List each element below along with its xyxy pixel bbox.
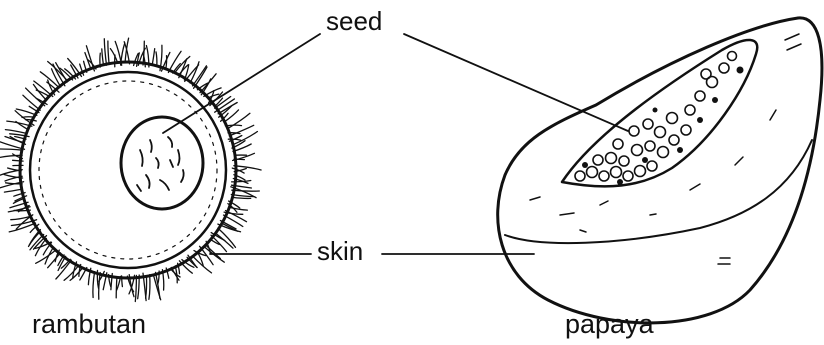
rambutan-hair <box>4 189 22 192</box>
rambutan-seed-texture <box>137 137 184 191</box>
rambutan-hair <box>232 190 259 191</box>
papaya-illustration <box>498 18 822 323</box>
rambutan-flesh-edge <box>39 81 217 259</box>
seed-label: seed <box>326 8 382 34</box>
papaya-cavity <box>562 40 757 186</box>
rambutan-hair <box>233 144 251 152</box>
rambutan-label: rambutan <box>32 311 146 338</box>
rambutan-hair <box>229 125 253 136</box>
rambutan-hair <box>228 113 250 128</box>
seed-leader-left <box>163 34 320 133</box>
rambutan-hair <box>116 277 117 298</box>
rambutan-seed <box>121 117 203 209</box>
rambutan-hair <box>93 272 95 298</box>
rambutan-illustration <box>0 38 261 301</box>
seed-leader-right <box>404 34 628 131</box>
rambutan-hair <box>149 275 150 300</box>
rambutan-hair <box>104 39 106 65</box>
rambutan-hair <box>5 130 26 134</box>
rambutan-hair <box>166 56 167 70</box>
rambutan-hair <box>0 149 23 150</box>
papaya-label: papaya <box>565 311 654 338</box>
rambutan-hair <box>232 197 250 198</box>
rambutan-skin-inner <box>30 72 226 268</box>
skin-label: skin <box>317 238 363 264</box>
rambutan-hair <box>229 207 248 210</box>
rambutan-hair <box>102 49 104 65</box>
rambutan-hair <box>152 49 155 65</box>
rambutan-hair <box>135 275 136 301</box>
rambutan-hair <box>110 49 117 63</box>
rambutan-hair <box>99 273 101 300</box>
rambutan-hair <box>108 41 109 64</box>
rambutan-hair <box>232 168 244 173</box>
